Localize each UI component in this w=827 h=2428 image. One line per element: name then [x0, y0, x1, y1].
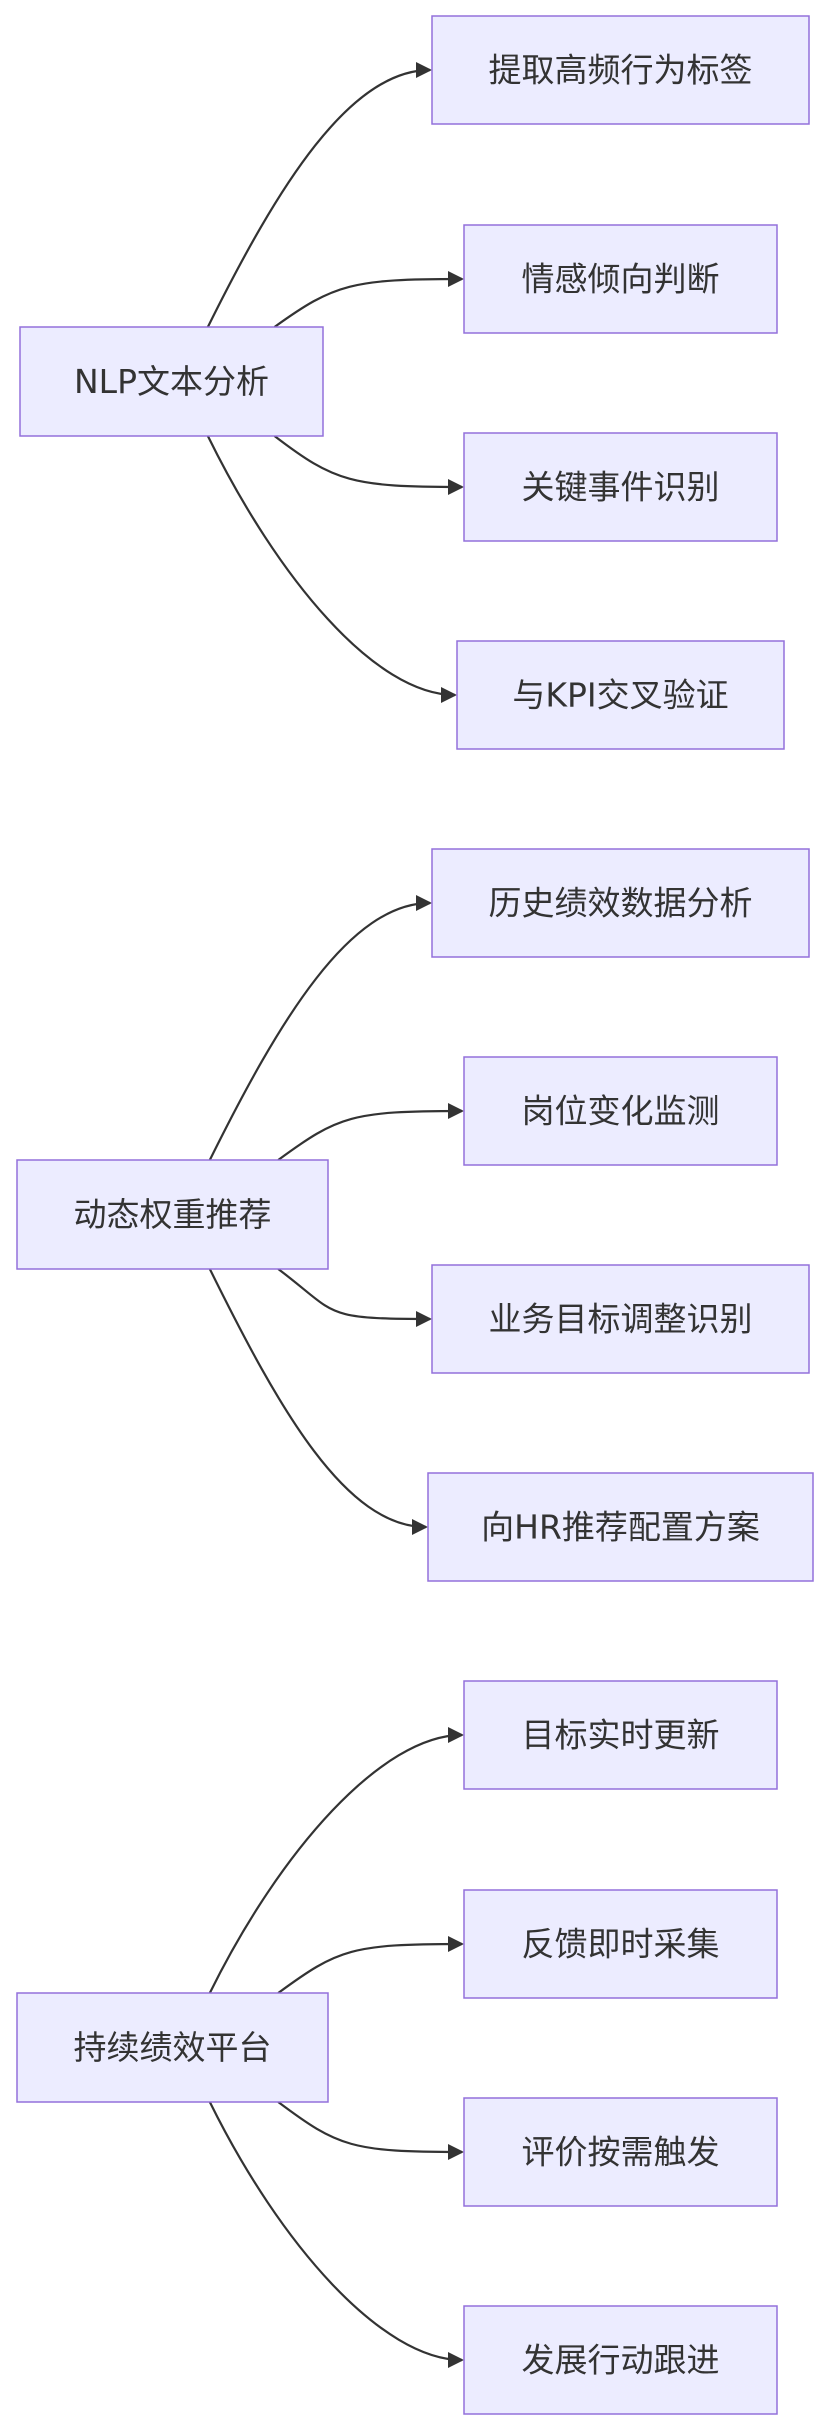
root-node-2-box	[16, 1159, 329, 1270]
child-node-1-2-box	[463, 224, 778, 334]
child-node-1-4-box	[456, 640, 785, 750]
root-node-1: NLP文本分析	[19, 326, 324, 437]
child-node-3-1-box	[463, 1680, 778, 1790]
edge-group3-child2	[277, 1942, 463, 1994]
arrowhead-group1-child3	[448, 479, 464, 495]
edge-group1-child4	[206, 435, 456, 697]
child-node-1-3: 关键事件识别	[463, 432, 778, 542]
child-node-3-4-box	[463, 2305, 778, 2415]
child-node-1-1-box	[431, 15, 810, 125]
edge-group3-child1	[208, 1733, 463, 1994]
child-node-2-4-box	[427, 1472, 814, 1582]
child-node-2-2-box	[463, 1056, 778, 1166]
edge-group2-child1	[208, 901, 431, 1161]
arrowhead-group3-child2	[448, 1936, 464, 1952]
edge-group2-child3	[277, 1268, 431, 1321]
root-node-3-label: 持续绩效平台	[74, 2028, 272, 2067]
arrowhead-group1-child2	[448, 271, 464, 287]
child-node-2-3-label: 业务目标调整识别	[489, 1300, 753, 1339]
child-node-1-4-label: 与KPI交叉验证	[512, 676, 728, 715]
child-node-2-3: 业务目标调整识别	[431, 1264, 810, 1374]
child-node-3-2: 反馈即时采集	[463, 1889, 778, 1999]
child-node-1-1-label: 提取高频行为标签	[489, 51, 753, 90]
root-node-3-box	[16, 1992, 329, 2103]
child-node-1-1: 提取高频行为标签	[431, 15, 810, 125]
nodes-layer: NLP文本分析 提取高频行为标签情感倾向判断关键事件识别与KPI交叉验证动态权重推…	[16, 15, 814, 2415]
child-node-3-4-label: 发展行动跟进	[522, 2341, 720, 2380]
root-node-2: 动态权重推荐	[16, 1159, 329, 1270]
arrowhead-group3-child4	[448, 2352, 464, 2368]
arrowhead-group3-child1	[448, 1727, 464, 1743]
child-node-3-2-label: 反馈即时采集	[522, 1925, 720, 1964]
edge-group1-child1	[206, 68, 431, 328]
child-node-3-3: 评价按需触发	[463, 2097, 778, 2207]
arrowhead-group2-child1	[416, 895, 432, 911]
child-node-3-2-box	[463, 1889, 778, 1999]
child-node-1-2: 情感倾向判断	[463, 224, 778, 334]
child-node-3-4: 发展行动跟进	[463, 2305, 778, 2415]
child-node-1-3-box	[463, 432, 778, 542]
child-node-3-3-box	[463, 2097, 778, 2207]
root-node-3: 持续绩效平台	[16, 1992, 329, 2103]
child-node-2-3-box	[431, 1264, 810, 1374]
child-node-2-4-label: 向HR推荐配置方案	[481, 1508, 760, 1547]
edge-group1-child2	[273, 277, 463, 328]
edges-layer	[206, 62, 464, 2368]
child-node-2-1-label: 历史绩效数据分析	[489, 884, 753, 923]
child-node-3-3-label: 评价按需触发	[522, 2133, 720, 2172]
arrowhead-group2-child2	[448, 1103, 464, 1119]
edge-group1-child3	[273, 435, 463, 489]
root-node-1-label: NLP文本分析	[74, 362, 269, 401]
child-node-1-2-label: 情感倾向判断	[522, 260, 720, 299]
edge-group3-child3	[277, 2101, 463, 2154]
child-node-2-2-label: 岗位变化监测	[522, 1092, 720, 1131]
child-node-1-3-label: 关键事件识别	[522, 468, 720, 507]
root-node-1-box	[19, 326, 324, 437]
arrowhead-group1-child1	[416, 62, 432, 78]
child-node-3-1-label: 目标实时更新	[522, 1716, 720, 1755]
arrowhead-group2-child4	[412, 1519, 428, 1535]
edge-group2-child4	[208, 1268, 427, 1529]
arrowhead-group3-child3	[448, 2144, 464, 2160]
edge-group3-child4	[208, 2101, 463, 2362]
arrowhead-group1-child4	[441, 687, 457, 703]
child-node-2-1: 历史绩效数据分析	[431, 848, 810, 958]
root-node-2-label: 动态权重推荐	[74, 1195, 272, 1234]
child-node-2-1-box	[431, 848, 810, 958]
arrowhead-group2-child3	[416, 1311, 432, 1327]
child-node-2-4: 向HR推荐配置方案	[427, 1472, 814, 1582]
child-node-1-4: 与KPI交叉验证	[456, 640, 785, 750]
edge-group2-child2	[277, 1109, 463, 1161]
child-node-3-1: 目标实时更新	[463, 1680, 778, 1790]
child-node-2-2: 岗位变化监测	[463, 1056, 778, 1166]
